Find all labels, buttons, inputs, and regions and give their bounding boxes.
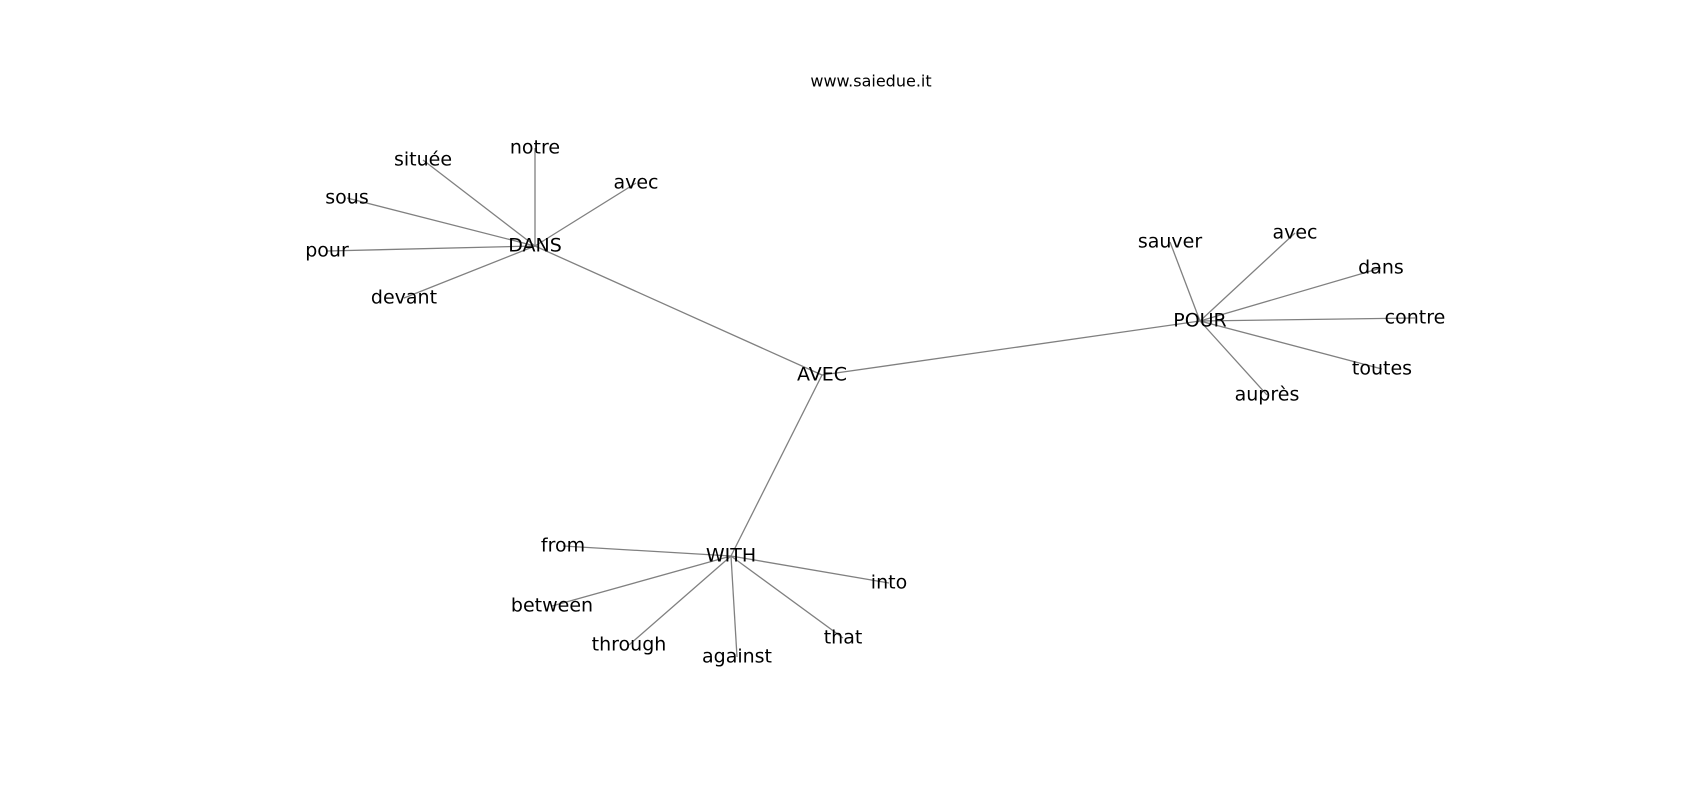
edge-pour-to-toutes xyxy=(1199,320,1383,370)
node-center-avec: AVEC xyxy=(797,364,847,386)
node-with-against: against xyxy=(702,646,772,668)
node-pour-sauver: sauver xyxy=(1138,231,1203,253)
node-dans-avec: avec xyxy=(613,172,658,194)
node-hub-with: WITH xyxy=(706,545,756,567)
edge-with-to-through xyxy=(628,555,732,646)
edge-with-to-against xyxy=(730,555,738,658)
edge-dans-to-situee xyxy=(422,159,536,247)
node-pour-aupres: auprès xyxy=(1235,384,1300,406)
edge-pour-to-sauver xyxy=(1169,241,1201,322)
node-with-between: between xyxy=(511,595,593,617)
node-with-into: into xyxy=(871,572,907,594)
edge-pour-to-contre xyxy=(1199,317,1416,322)
node-dans-notre: notre xyxy=(510,137,560,159)
edge-with-to-that xyxy=(730,555,844,639)
edge-avec-to-pour xyxy=(821,320,1201,376)
node-dans-pour: pour xyxy=(305,240,349,262)
edge-pour-to-dans xyxy=(1199,267,1382,322)
edge-dans-to-avec xyxy=(534,182,637,247)
node-hub-pour: POUR xyxy=(1173,310,1227,332)
node-hub-dans: DANS xyxy=(508,235,562,257)
node-with-through: through xyxy=(592,634,667,656)
node-pour-contre: contre xyxy=(1385,307,1446,329)
edge-avec-to-dans xyxy=(534,245,823,376)
node-pour-dans: dans xyxy=(1358,257,1404,279)
edge-pour-to-aupres xyxy=(1199,320,1268,396)
edge-dans-to-devant xyxy=(403,245,536,299)
edge-with-to-from xyxy=(562,545,732,557)
edge-avec-to-with xyxy=(730,374,823,557)
node-dans-situee: située xyxy=(394,149,452,171)
labels-layer: AVEC DANS située notre avec sous pour devantPOU… xyxy=(305,137,1445,668)
node-with-that: that xyxy=(824,627,863,649)
node-with-from: from xyxy=(541,535,585,557)
node-pour-avec: avec xyxy=(1272,222,1317,244)
edges-layer xyxy=(326,148,1416,658)
edge-pour-to-avec xyxy=(1199,232,1296,322)
node-dans-sous: sous xyxy=(325,187,368,209)
site-url-label: www.saiedue.it xyxy=(810,72,931,91)
edge-with-to-between xyxy=(551,555,732,607)
edge-dans-to-pour xyxy=(326,245,536,252)
node-dans-devant: devant xyxy=(371,287,437,309)
edge-dans-to-sous xyxy=(346,197,536,247)
node-pour-toutes: toutes xyxy=(1352,358,1412,380)
edge-with-to-into xyxy=(730,555,890,584)
